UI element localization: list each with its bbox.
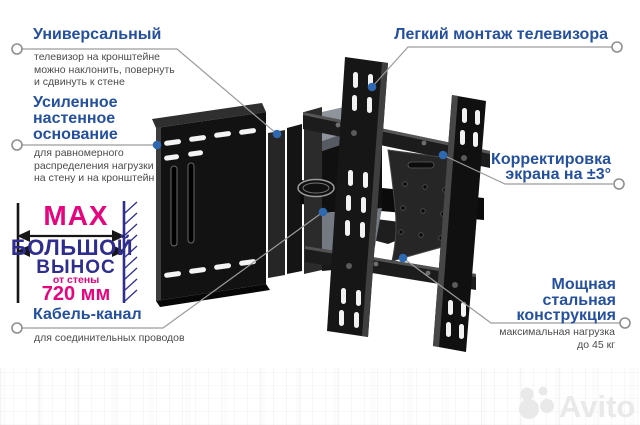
- line-steel-construction: [402, 257, 620, 324]
- annotation-screen-correction-title: Корректировка экрана на ±3°: [491, 151, 611, 183]
- max-label: MAX: [43, 200, 109, 231]
- brand-badge: [297, 178, 335, 198]
- annotation-cable-channel-desc: для соединительных проводов: [34, 332, 185, 344]
- line-easy-mount: [371, 46, 612, 88]
- max-big-label: БОЛЬШОЙ: [10, 235, 134, 260]
- annotation-easy-mount-title: Легкий монтаж телевизора: [394, 26, 608, 43]
- wall-hatching: [124, 201, 138, 302]
- max-fromwall-label: от стены: [52, 274, 100, 286]
- annotation-lines: [22, 46, 620, 329]
- right-tv-rail: [433, 95, 486, 352]
- max-offset-label: ВЫНОС: [36, 257, 116, 278]
- max-distance-label: 720 мм: [41, 283, 111, 305]
- annotation-wall-base-title: Усиленное настенное основание: [33, 94, 118, 143]
- annotation-universal-title: Универсальный: [33, 26, 162, 43]
- annotation-steel-desc: максимальная нагрузка до 45 кг: [499, 326, 615, 351]
- line-universal: [22, 48, 278, 135]
- wall-plate-vertical-slots: [170, 162, 195, 247]
- avito-watermark: Avito: [519, 386, 635, 424]
- annotation-steel-title: Мощная стальная конструкция: [516, 276, 616, 324]
- line-screen-correction: [442, 154, 613, 185]
- annotation-cable-channel-title: Кабель-канал: [33, 306, 142, 323]
- avito-logo-icon: [519, 386, 554, 419]
- annotation-wall-base-desc: для равномерного распределения нагрузки …: [34, 147, 155, 184]
- max-offset-diagram: [16, 201, 138, 303]
- avito-watermark-text: Avito: [559, 389, 635, 424]
- wall-plate: [152, 103, 270, 307]
- annotation-dots: [152, 82, 448, 263]
- left-tv-rail: [327, 57, 388, 337]
- wall-plate-slots: [164, 128, 257, 278]
- line-cable-channel: [22, 211, 324, 329]
- annotation-circle-markers: [11, 41, 631, 334]
- distance-arrows: [17, 230, 125, 257]
- annotation-universal-desc: телевизор на кронштейне можно наклонить,…: [34, 51, 175, 88]
